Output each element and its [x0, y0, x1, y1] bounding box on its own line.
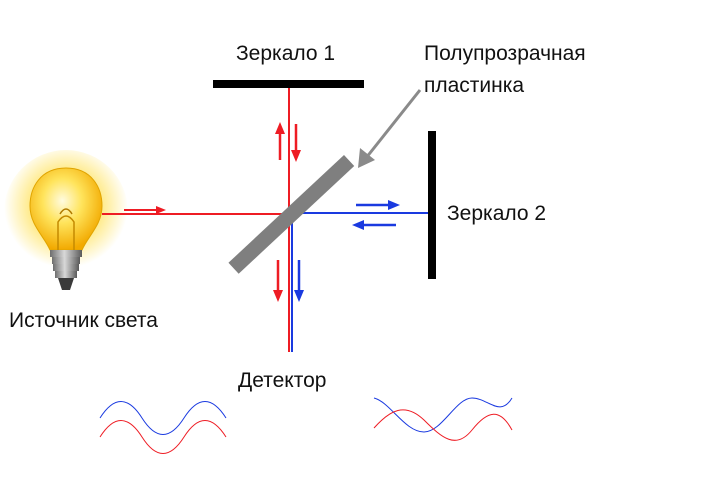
wave-left-red — [99, 420, 227, 454]
wave-right-blue — [373, 397, 513, 433]
wave-left-blue — [99, 401, 227, 435]
detector-label: Детектор — [238, 369, 327, 392]
arrow-detector-red-down — [273, 260, 283, 302]
arrow-detector-blue-down — [294, 260, 304, 302]
mirror-1 — [213, 80, 364, 88]
mirror-2 — [428, 131, 436, 279]
beam-splitter-label-line1: Полупрозрачная — [424, 42, 586, 65]
wave-right-red — [373, 409, 513, 441]
beam-splitter-label-line2: пластинка — [424, 74, 525, 97]
mirror-1-label: Зеркало 1 — [236, 42, 336, 65]
arrow-mirror1-up — [275, 122, 285, 160]
arrow-mirror2-left — [352, 220, 396, 230]
arrow-source-right — [124, 206, 166, 214]
light-bulb-icon — [4, 150, 128, 290]
light-source-label: Источник света — [9, 309, 158, 332]
mirror-2-label: Зеркало 2 — [447, 202, 547, 225]
beam-splitter-plate — [228, 155, 355, 274]
arrow-mirror1-down — [291, 124, 301, 162]
beam-splitter-pointer-arrow — [358, 89, 422, 168]
arrow-mirror2-right — [356, 200, 400, 210]
